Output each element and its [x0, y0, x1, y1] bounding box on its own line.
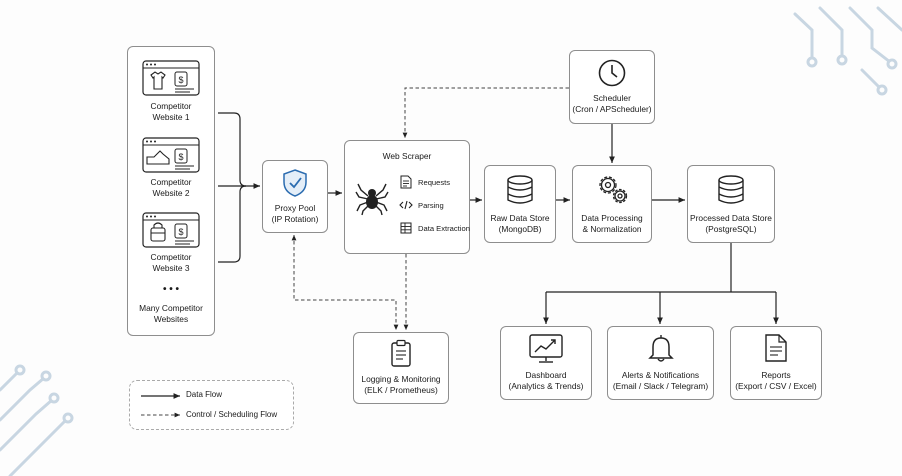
dashed-scheduler-to-scraper: [402, 87, 569, 138]
legend-control-flow-label: Control / Scheduling Flow: [186, 410, 278, 419]
code-icon: [399, 200, 413, 210]
scraper-item-parsing: Parsing: [418, 201, 444, 210]
logging-monitoring-label: Logging & Monitoring(ELK / Prometheus): [361, 374, 441, 395]
svg-text:$: $: [178, 227, 183, 237]
document-icon: [400, 175, 412, 189]
dashboard-label: Dashboard(Analytics & Trends): [508, 370, 584, 391]
chart-monitor-icon: [529, 334, 563, 363]
bell-icon: [648, 335, 674, 362]
shirt-website-icon: $: [142, 60, 200, 96]
scraper-item-requests: Requests: [418, 178, 451, 187]
shield-check-icon: [283, 169, 307, 197]
processed-data-store-label: Processed Data Store(PostgreSQL): [690, 213, 772, 234]
svg-text:$: $: [178, 152, 183, 162]
competitor-websites-panel: [127, 46, 215, 336]
database-icon: [718, 175, 744, 204]
raw-data-store-label: Raw Data Store(MongoDB): [490, 213, 550, 234]
gears-icon: [599, 176, 628, 204]
table-icon: [400, 222, 412, 234]
clock-icon: [598, 59, 626, 87]
scheduler-label: Scheduler(Cron / APScheduler): [572, 93, 652, 114]
bag-website-icon: $: [142, 212, 200, 248]
legend-data-flow-label: Data Flow: [186, 390, 223, 399]
dashed-proxy-to-logging: [291, 235, 399, 330]
database-icon: [507, 175, 533, 204]
clipboard-icon: [391, 339, 411, 367]
more-competitors-ellipsis: • • •: [162, 284, 180, 295]
reports-label: Reports(Export / CSV / Excel): [735, 370, 817, 391]
spider-icon: [355, 183, 389, 216]
legend-box: [129, 380, 294, 430]
shoe-website-icon: $: [142, 137, 200, 173]
bracket-lower: [218, 185, 247, 263]
report-document-icon: [765, 334, 787, 362]
svg-text:$: $: [178, 75, 183, 85]
data-processing-node: [572, 165, 652, 243]
data-processing-label: Data Processing& Normalization: [581, 213, 643, 234]
alerts-notifications-label: Alerts & Notifications(Email / Slack / T…: [612, 370, 709, 391]
scraper-item-data-extraction: Data Extraction: [418, 224, 470, 233]
web-scraper-title: Web Scraper: [382, 151, 432, 161]
proxy-pool-label: Proxy Pool(IP Rotation): [271, 203, 319, 224]
bracket-upper: [218, 112, 247, 187]
